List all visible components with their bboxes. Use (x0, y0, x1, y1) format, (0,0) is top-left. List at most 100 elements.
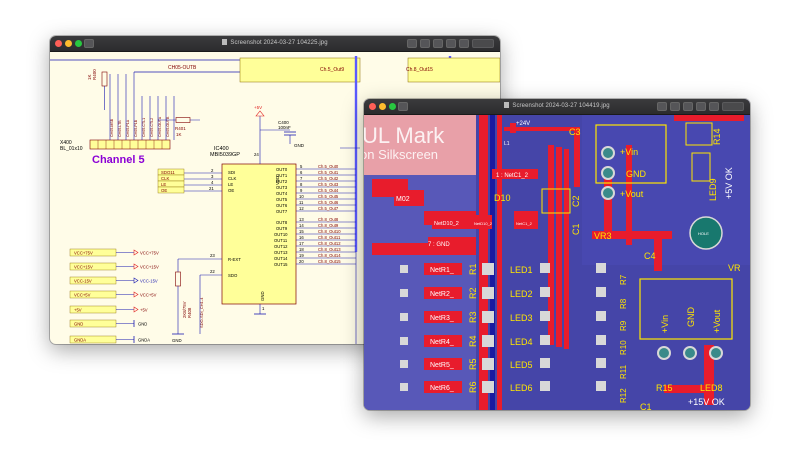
led8-label: LED8 (700, 383, 723, 393)
vertical-net-label: CH05-P1A (126, 119, 130, 137)
pin-net: LE (161, 182, 166, 187)
resistor-r408[interactable]: 2K8/75V R408 (175, 259, 193, 334)
minimize-button[interactable] (65, 40, 72, 47)
power-right-label: +5V (140, 308, 148, 313)
zoom-button[interactable] (75, 40, 82, 47)
power-right-label: GND (138, 322, 147, 327)
vertical-net-labels: CH05-MSB CH05-LTB CH05-P1A CH05-P1B CH05… (110, 116, 170, 137)
top-wiring (50, 56, 500, 252)
pin-net: Ch.5_Out5 (318, 194, 339, 199)
pin-net: Ch.8_Out13 (318, 247, 341, 252)
window-title: Screenshot 2024-03-27 104225.jpg (230, 40, 328, 46)
connector-x400[interactable]: X400 BL_01x10 (60, 139, 171, 152)
pcb-titlebar[interactable]: Screenshot 2024-03-27 104419.jpg (364, 99, 750, 115)
vertical-net-label: CH05-CTL1 (142, 118, 146, 137)
plus5v-label: +5V (254, 105, 262, 110)
vdd-pin-name: VDD (275, 176, 280, 185)
zoom-in-icon[interactable] (670, 102, 680, 111)
vdd-pin-number: 24 (254, 152, 259, 157)
zoom-button[interactable] (389, 103, 396, 110)
pin-net: Ch.8_Out14 (318, 253, 341, 258)
vr-label: VR (728, 263, 741, 273)
search-field[interactable] (722, 102, 744, 111)
via-pad (601, 186, 615, 200)
pin-number: 12 (299, 206, 304, 211)
ic-body[interactable] (221, 163, 297, 305)
power-right-label: GNDA (138, 338, 150, 343)
close-button[interactable] (55, 40, 62, 47)
pad (482, 335, 494, 347)
zoom-out-icon[interactable] (407, 39, 417, 48)
close-button[interactable] (369, 103, 376, 110)
row-led-label: LED2 (510, 289, 533, 299)
connector-nets (109, 72, 175, 140)
supply-network (255, 110, 296, 158)
resistor-label: R10 (619, 340, 628, 355)
rotate-icon[interactable] (709, 102, 719, 111)
vertical-net-label: CH05-MSB (110, 118, 114, 137)
ic-left-pins (157, 168, 222, 194)
led-row[interactable]: NetR4_ R4 LED4 (424, 335, 606, 347)
led-row[interactable]: NetR6_ R6 LED6 (424, 381, 606, 393)
pin-number: 5 (300, 164, 303, 169)
led-row[interactable]: NetR5_ R5 LED5 (424, 358, 606, 370)
r14-label: R14 (712, 128, 722, 145)
pcb-window[interactable]: Screenshot 2024-03-27 104419.jpg UL Mark… (364, 99, 750, 410)
share-icon[interactable] (433, 39, 443, 48)
pad (596, 381, 606, 391)
row-led-label: LED1 (510, 265, 533, 275)
pcb-canvas[interactable]: UL Mark on Silkscreen (364, 115, 750, 410)
search-field[interactable] (472, 39, 494, 48)
markup-icon[interactable] (696, 102, 706, 111)
vin-label: +Vin (620, 147, 638, 157)
x400-value: BL_01x10 (60, 146, 83, 152)
sidebar-toggle-icon[interactable] (84, 39, 94, 48)
share-icon[interactable] (683, 102, 693, 111)
rotate-icon[interactable] (459, 39, 469, 48)
vout-label: +Vout (620, 189, 644, 199)
led-row[interactable]: NetR1_ R1 LED1 (424, 263, 606, 275)
gnd-pin-number: 1 (262, 306, 265, 311)
resistor-r401[interactable]: R401 1K (158, 117, 200, 138)
pin-net: Ch.5_Out4 (318, 188, 339, 193)
led-row[interactable]: NetR2_ R2 LED2 (424, 287, 606, 299)
d10-label: D10 (494, 193, 511, 203)
document-icon (222, 39, 228, 45)
zoom-out-icon[interactable] (657, 102, 667, 111)
resistor-label: R11 (619, 364, 628, 379)
hole-label: HOLE (698, 231, 709, 236)
schematic-canvas[interactable]: CH05-OUTB Ch.5_Out9 Ch.8_Out15 R400 1K (50, 52, 500, 344)
pad (540, 287, 550, 297)
pad (482, 287, 494, 299)
pad (482, 358, 494, 370)
vout2-label: +Vout (712, 309, 722, 333)
netc1-label-b: NetC1_2 (516, 221, 533, 226)
d10-pad-mid (474, 215, 492, 229)
pin-net: Ch.8_Out15 (318, 259, 341, 264)
cap-gnd-label: GND (294, 143, 305, 148)
sdo-pin-name: SDO (228, 273, 238, 278)
netd10-label: NetD10_2 (434, 221, 459, 227)
rext-pin-name: R-EXT (228, 257, 241, 262)
d10-pad-right (514, 211, 538, 229)
led-row[interactable]: NetR3_ R3 LED3 (424, 311, 606, 323)
markup-icon[interactable] (446, 39, 456, 48)
row-led-label: LED3 (510, 313, 533, 323)
row-r-label: R5 (468, 358, 478, 370)
power-left-label: VCC+75V (74, 251, 93, 256)
sidebar-toggle-icon[interactable] (398, 102, 408, 111)
pin-number: 6 (300, 170, 303, 175)
r401-ref: R401 (175, 126, 186, 131)
schematic-titlebar[interactable]: Screenshot 2024-03-27 104225.jpg (50, 36, 500, 52)
power-right-label: VCC-15V (140, 279, 158, 284)
via-pad (683, 346, 697, 360)
c3-label: C3 (569, 127, 581, 137)
row-r-label: R1 (468, 263, 478, 275)
pin-net: Ch.5_Out1 (318, 170, 339, 175)
d10-pad-left (432, 215, 476, 229)
minimize-button[interactable] (379, 103, 386, 110)
zoom-in-icon[interactable] (420, 39, 430, 48)
row-r-label: R3 (468, 311, 478, 323)
resistor-r400[interactable]: R400 1K (87, 69, 108, 110)
v24-label: +24V (516, 121, 530, 127)
